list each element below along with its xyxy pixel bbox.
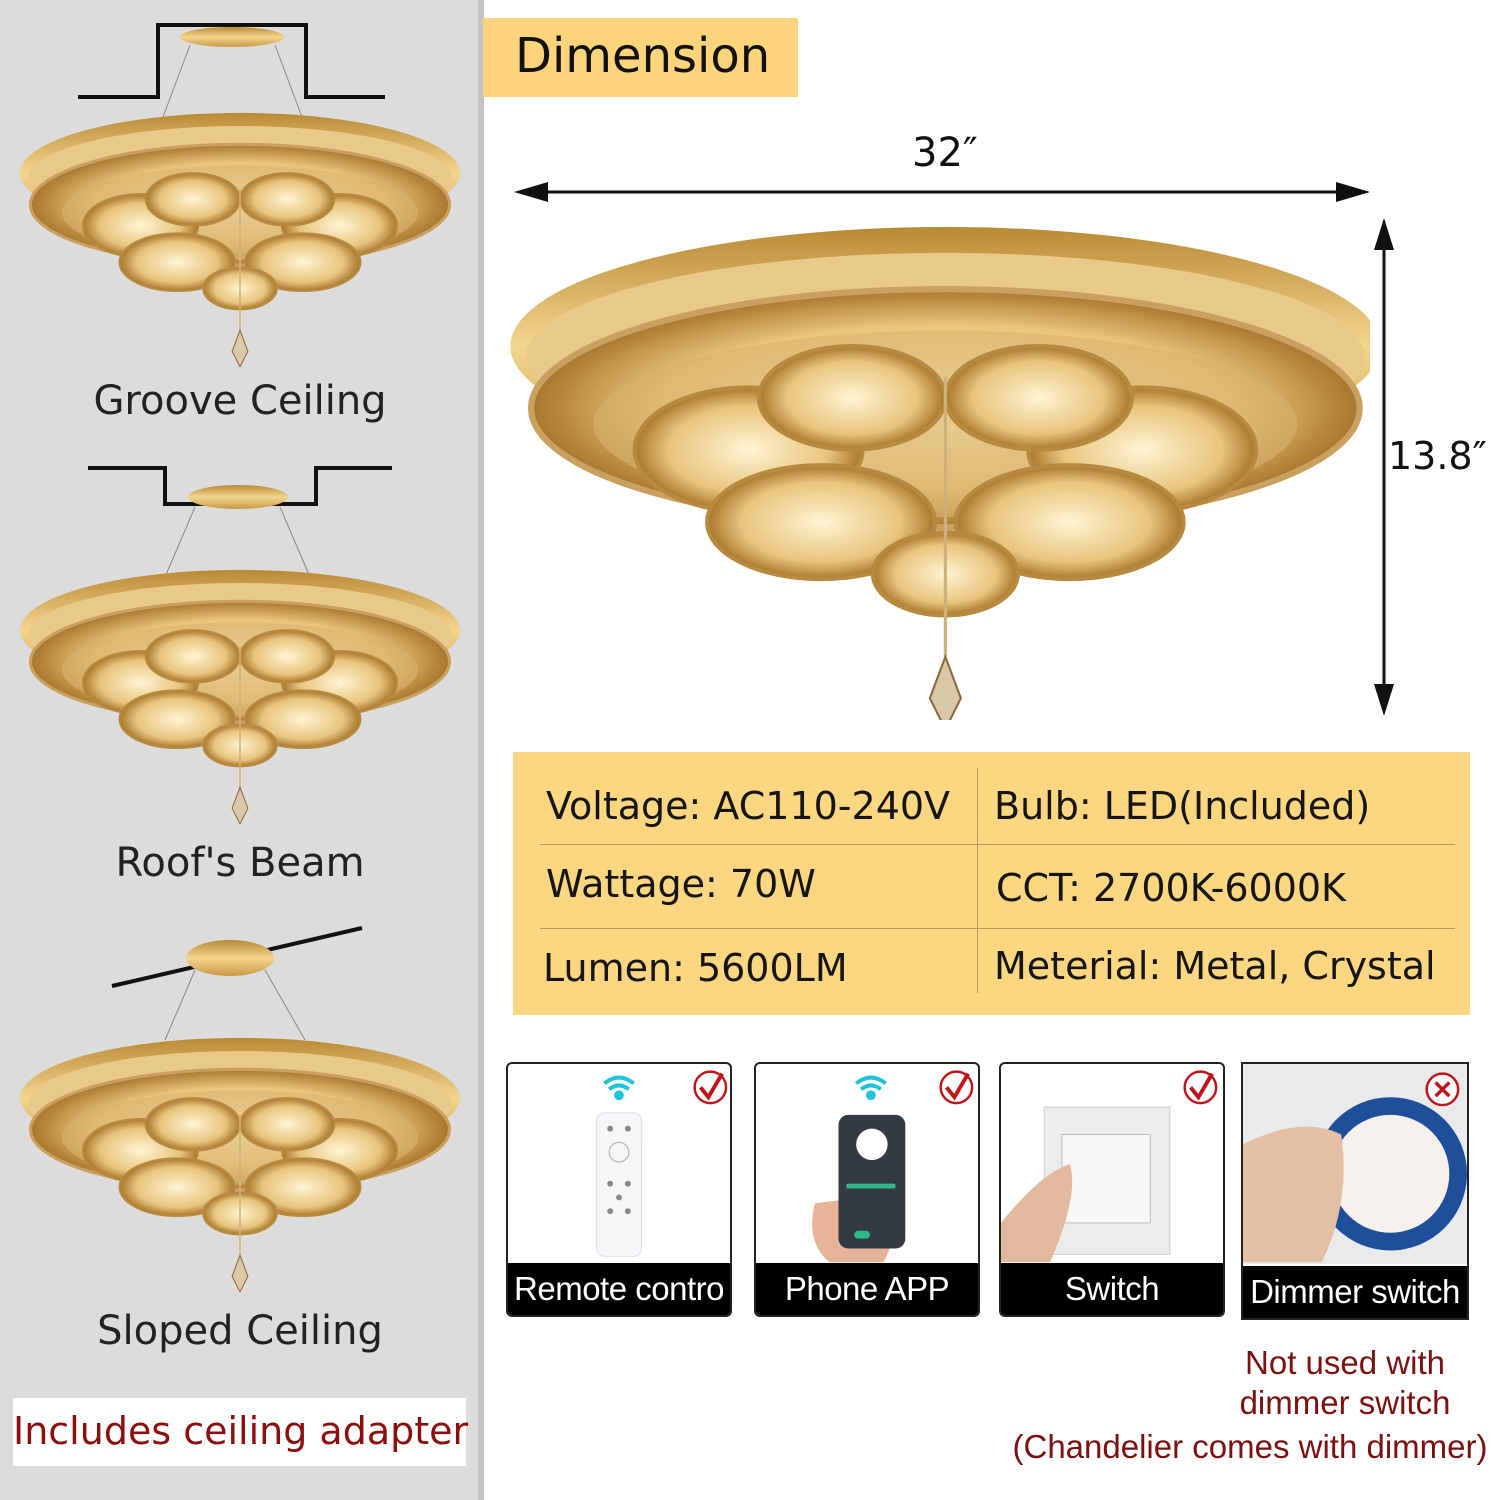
- mounting-panel: Groove Ceiling Roof's Beam Sloped Ceilin…: [0, 0, 480, 1500]
- chandelier-image: [500, 200, 1370, 720]
- control-label-dimmer: Dimmer switch: [1243, 1266, 1467, 1318]
- cross-icon: [1425, 1072, 1460, 1107]
- spec-lumen: Lumen: 5600LM: [543, 946, 848, 990]
- height-value: 13.8″: [1388, 434, 1487, 478]
- control-card-phone-app: Phone APP: [754, 1062, 980, 1317]
- spec-bulb: Bulb: LED(Included): [994, 784, 1371, 828]
- panel-divider: [478, 0, 484, 1500]
- dimmer-note-line2: dimmer switch: [1239, 1384, 1451, 1421]
- spec-row-divider: [540, 928, 1455, 929]
- control-card-remote: Remote contro: [506, 1062, 732, 1317]
- control-card-switch: Switch: [999, 1062, 1225, 1317]
- dimension-arrows: [514, 182, 1394, 716]
- groove-ceiling-illustration: [20, 23, 460, 367]
- dimension-title: Dimension: [483, 18, 798, 97]
- phone-app-icon: [838, 1114, 906, 1249]
- spec-material: Meterial: Metal, Crystal: [994, 944, 1436, 988]
- mount-label-roof-beam: Roof's Beam: [115, 840, 365, 886]
- dimmer-note-line3: (Chandelier comes with dimmer): [1012, 1428, 1488, 1465]
- specs-table: [513, 752, 1470, 1015]
- remote-icon: [595, 1112, 643, 1257]
- wifi-icon: [603, 1075, 635, 1101]
- spec-row-divider: [540, 844, 1455, 845]
- spec-col-divider: [977, 768, 978, 993]
- dimmer-note-line1: Not used with: [1245, 1344, 1445, 1381]
- control-label-switch: Switch: [1001, 1263, 1223, 1315]
- width-value: 32″: [912, 130, 978, 176]
- wifi-icon: [854, 1075, 887, 1101]
- spec-cct: CCT: 2700K-6000K: [996, 866, 1346, 910]
- check-icon: [693, 1070, 728, 1105]
- control-label-phone-app: Phone APP: [756, 1263, 978, 1315]
- ceiling-adapter-note: Includes ceiling adapter: [13, 1398, 468, 1466]
- mount-label-sloped: Sloped Ceiling: [97, 1308, 383, 1354]
- spec-voltage: Voltage: AC110-240V: [546, 784, 951, 828]
- mount-label-groove: Groove Ceiling: [93, 378, 387, 424]
- check-icon: [939, 1070, 974, 1105]
- roof-beam-illustration: [20, 466, 460, 824]
- check-icon: [1183, 1070, 1218, 1105]
- control-label-remote: Remote contro: [508, 1263, 730, 1315]
- spec-wattage: Wattage: 70W: [546, 862, 816, 906]
- control-card-dimmer: Dimmer switch: [1241, 1062, 1469, 1320]
- sloped-ceiling-illustration: [20, 926, 460, 1292]
